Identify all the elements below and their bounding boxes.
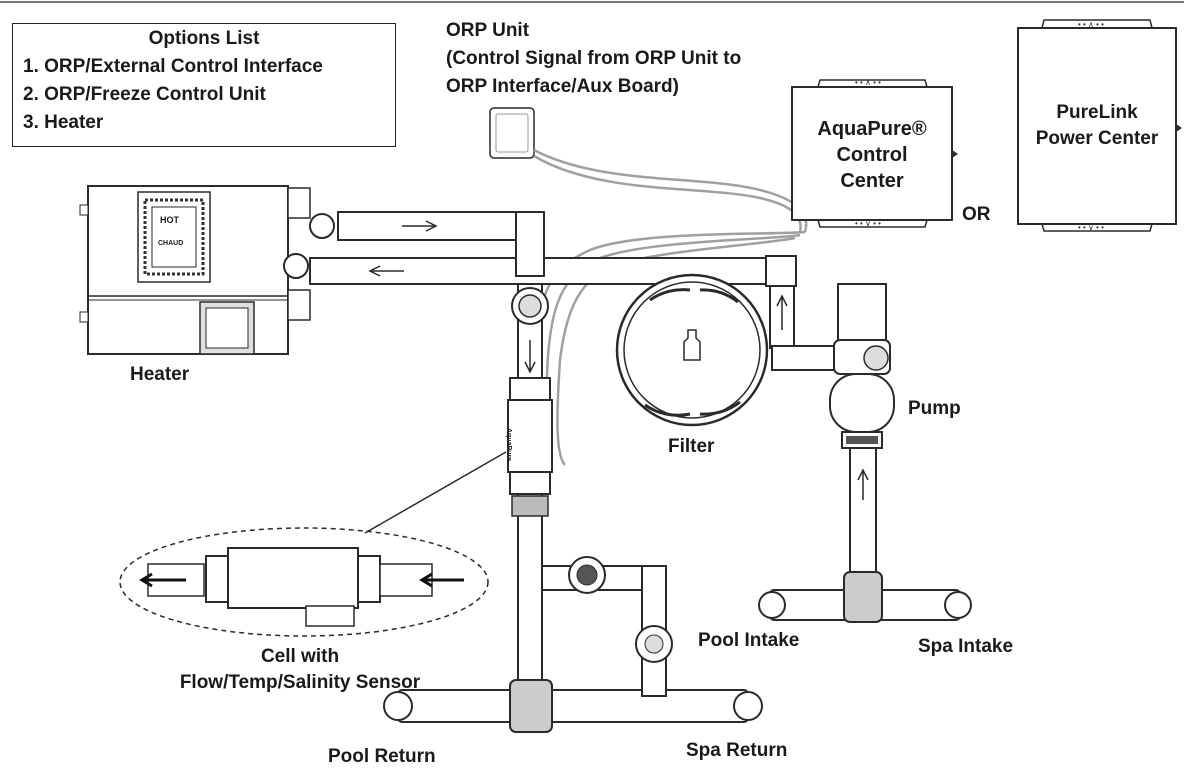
orp-desc-line: (Control Signal from ORP Unit to (446, 48, 742, 69)
spa-intake-label: Spa Intake (918, 636, 1014, 657)
aquapure-control-center: • • ∧ • • • • ∨ • • (791, 78, 958, 228)
pool-return-label: Pool Return (328, 746, 436, 767)
aquapure-label: Center (840, 170, 904, 192)
svg-text:• • ∧ • •: • • ∧ • • (855, 78, 881, 87)
pump-unit (829, 283, 895, 449)
options-list: Options List 1. ORP/External Control Int… (12, 23, 396, 147)
orp-title: ORP Unit (446, 20, 530, 41)
options-title: Options List (148, 28, 260, 49)
cell-label: Cell with (260, 646, 340, 667)
purelink-label: PureLink (1056, 102, 1138, 123)
svg-text:• • ∧ • •: • • ∧ • • (1078, 20, 1104, 29)
valves (383, 255, 972, 733)
heater-label: Heater (130, 364, 190, 385)
filter-tank (615, 273, 769, 427)
heater-chaud-label: CHAUD (158, 240, 184, 247)
flow-arrows (368, 220, 869, 500)
cell-callout (119, 451, 507, 637)
pool-intake-label: Pool Intake (698, 630, 800, 651)
orp-unit (489, 107, 535, 159)
filter-label: Filter (668, 436, 715, 457)
svg-text:• • ∨ • •: • • ∨ • • (855, 219, 881, 228)
cell-label: Flow/Temp/Salinity Sensor (179, 672, 421, 693)
pump-label: Pump (908, 398, 961, 419)
orp-desc-line: ORP Interface/Aux Board) (446, 76, 679, 97)
purelink-power-center: • • ∧ • • • • ∨ • • (1017, 19, 1182, 232)
option-item: 1. ORP/External Control Interface (23, 56, 323, 77)
option-item: 3. Heater (23, 112, 104, 133)
or-label: OR (962, 204, 991, 225)
cell-brand-label: AquaPure (505, 428, 512, 462)
purelink-label: Power Center (1035, 128, 1159, 149)
option-item: 2. ORP/Freeze Control Unit (23, 84, 266, 105)
heater-unit (79, 185, 335, 355)
aquapure-label: Control (836, 144, 908, 166)
aquapure-label: AquaPure® (817, 118, 927, 140)
heater-hot-label: HOT (160, 215, 179, 225)
svg-text:• • ∨ • •: • • ∨ • • (1078, 223, 1104, 232)
spa-return-label: Spa Return (686, 740, 788, 761)
